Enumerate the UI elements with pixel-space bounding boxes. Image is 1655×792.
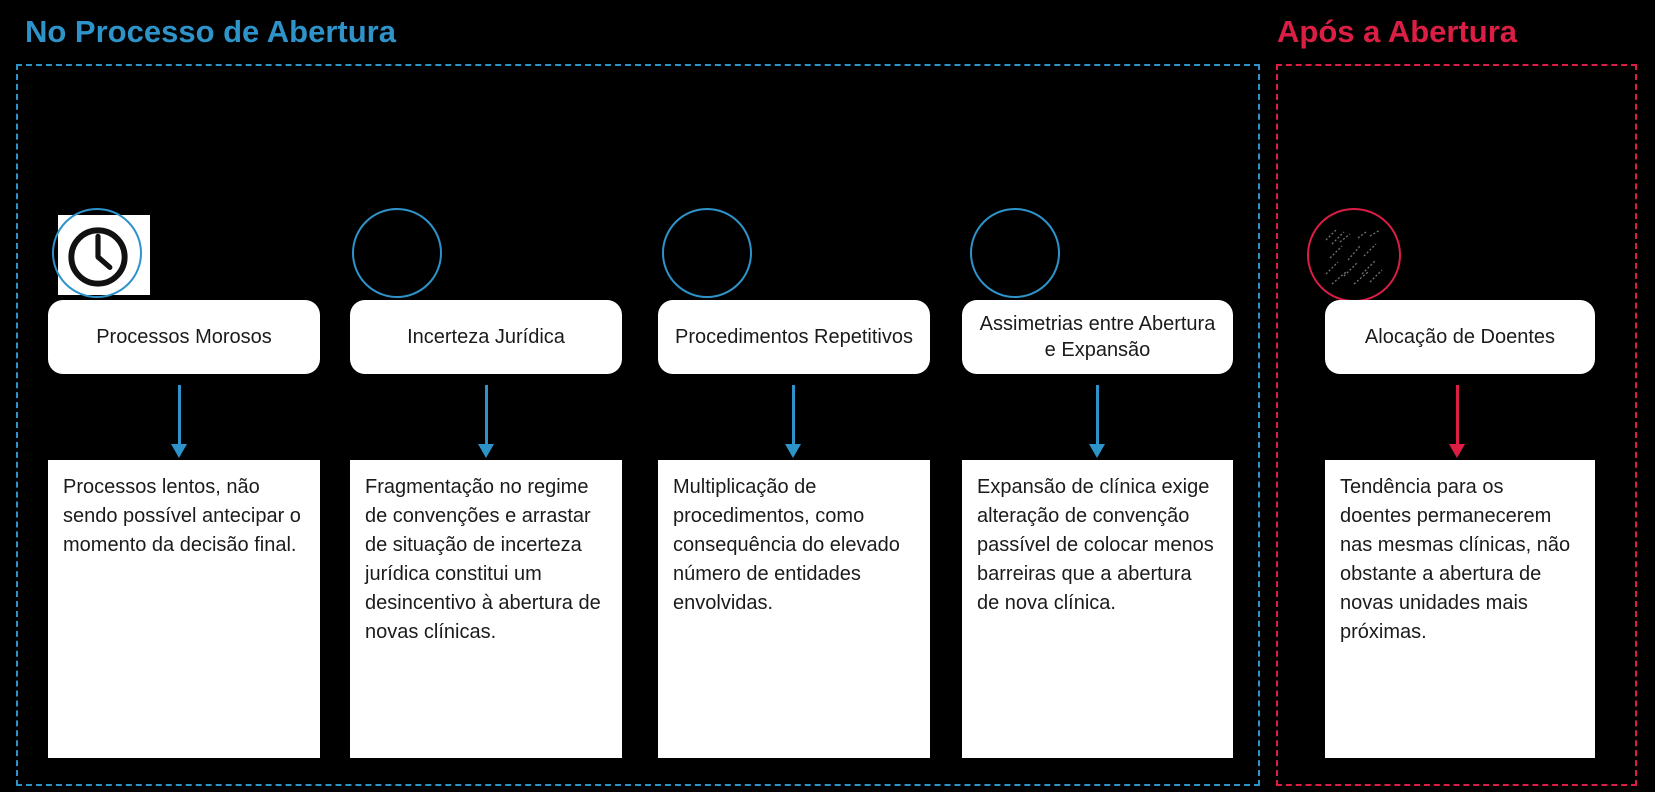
section-title-apos-abertura: Após a Abertura [1277,14,1518,49]
down-arrow-head-red [1449,444,1465,458]
patients-sketch-icon [1325,229,1383,285]
down-arrow-red [1456,385,1459,446]
icon-circle-outline [52,208,142,298]
dashed-region-processo-abertura [16,64,1260,786]
label-box-assimetrias: Assimetrias entre Abertura e Expansão [962,300,1233,374]
detail-box-alocacao-doentes: Tendência para os doentes permanecerem n… [1325,460,1595,758]
detail-box-procedimentos-repetitivos: Multiplicação de procedimentos, como con… [658,460,930,758]
label-box-alocacao-doentes: Alocação de Doentes [1325,300,1595,374]
empty-circle-icon [970,208,1060,298]
down-arrow [485,385,488,446]
empty-circle-icon [352,208,442,298]
label-box-processos-morosos: Processos Morosos [48,300,320,374]
section-title-processo-abertura: No Processo de Abertura [25,14,396,49]
detail-box-incerteza-juridica: Fragmentação no regime de convenções e a… [350,460,622,758]
down-arrow-head [1089,444,1105,458]
down-arrow [1096,385,1099,446]
empty-circle-icon [662,208,752,298]
detail-box-assimetrias: Expansão de clínica exige alteração de c… [962,460,1233,758]
down-arrow-head [171,444,187,458]
detail-box-processos-morosos: Processos lentos, não sendo possível ant… [48,460,320,758]
down-arrow [178,385,181,446]
label-box-procedimentos-repetitivos: Procedimentos Repetitivos [658,300,930,374]
dashed-region-apos-abertura [1276,64,1637,786]
down-arrow-head [785,444,801,458]
down-arrow-head [478,444,494,458]
label-box-incerteza-juridica: Incerteza Jurídica [350,300,622,374]
down-arrow [792,385,795,446]
